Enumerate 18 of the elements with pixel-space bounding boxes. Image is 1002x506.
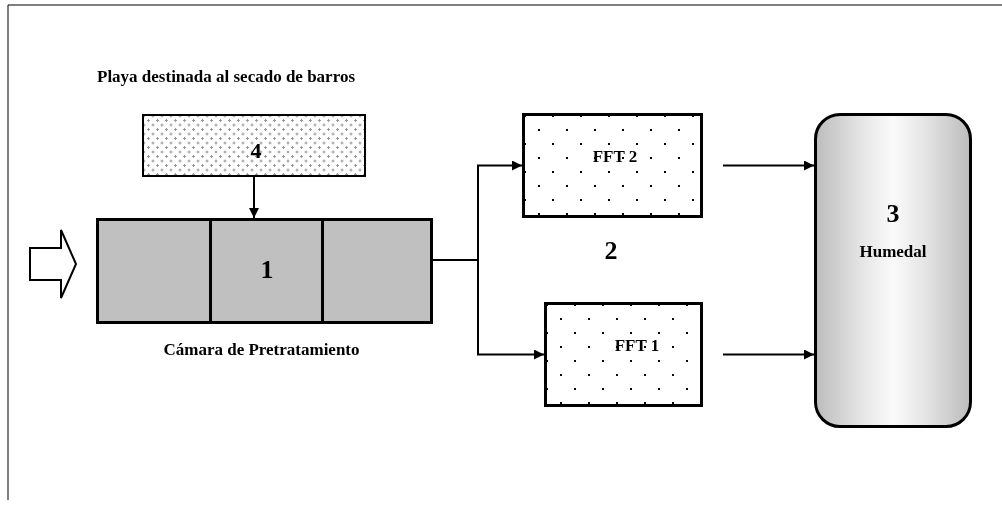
filter-box [544,302,703,407]
arrow [722,349,815,360]
node-number: 4 [250,140,262,162]
inflow-arrow [29,229,78,299]
node-label: Humedal [859,243,927,260]
group-number: 2 [604,238,618,264]
node-caption: Cámara de Pretratamiento [163,341,360,358]
wetland-tank [814,113,972,428]
node-label: FFT 1 [614,337,660,354]
node-number: 1 [260,257,274,283]
pretreatment-chamber [96,218,433,324]
filter-box [522,113,703,218]
heading: Playa destinada al secado de barros [97,68,355,85]
arrow [432,259,545,360]
node-label: FFT 2 [592,148,638,165]
arrow [249,176,259,219]
arrow [722,160,815,171]
node-number: 3 [886,201,900,227]
